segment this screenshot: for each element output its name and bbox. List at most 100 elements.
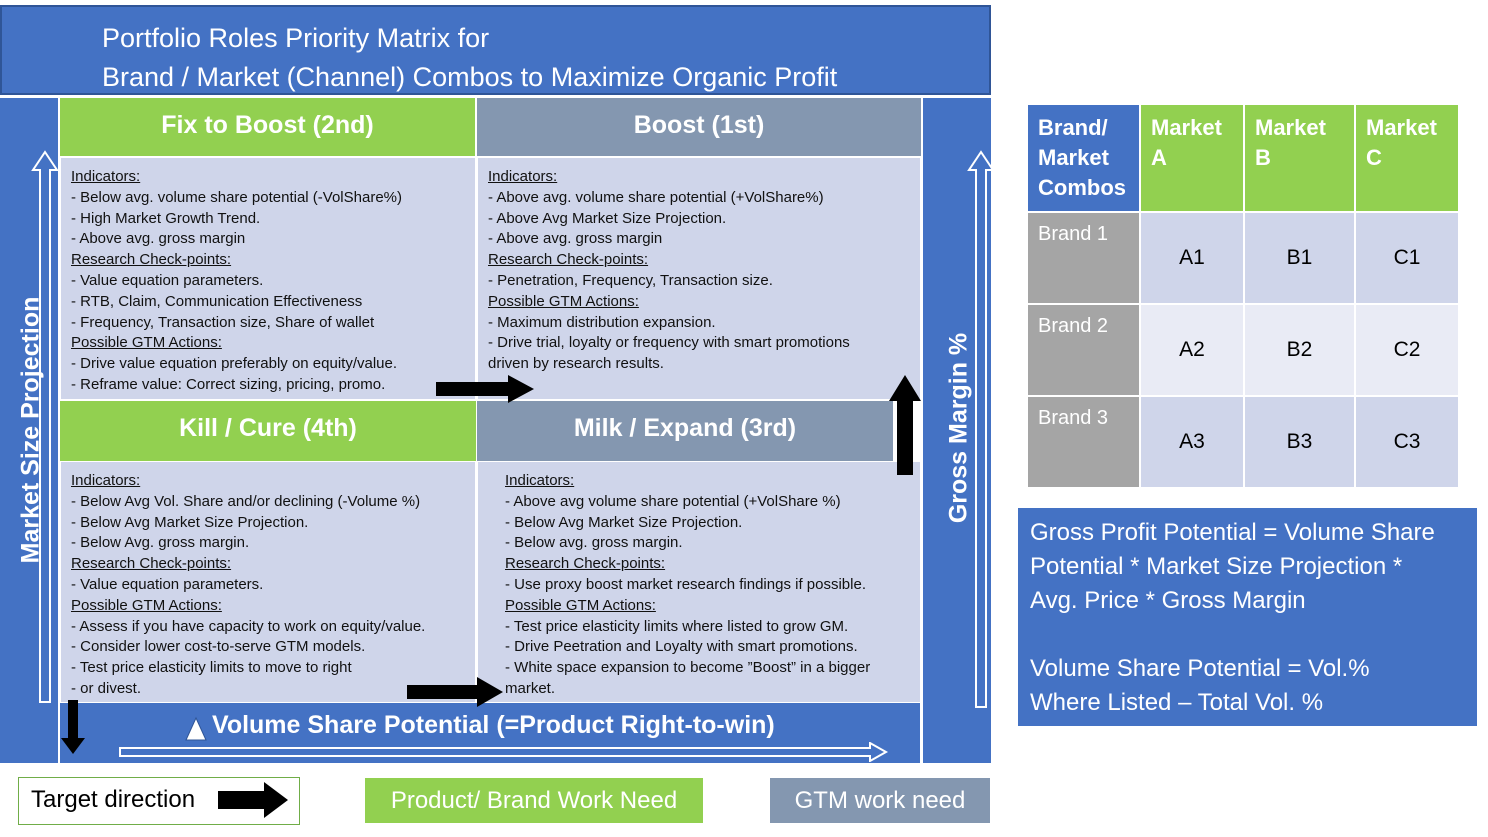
- matrix-cell: A3: [1139, 395, 1245, 489]
- volume-share-label: Volume Share Potential (=Product Right-t…: [212, 711, 775, 739]
- quadrant-text-line: - Drive Peetration and Loyalty with smar…: [505, 638, 858, 656]
- title-line-2: Brand / Market (Channel) Combos to Maxim…: [102, 62, 838, 92]
- quadrant-text-line: - Test price elasticity limits where lis…: [505, 617, 849, 635]
- formula-line: Gross Profit Potential = Volume Share: [1030, 519, 1435, 546]
- legend-arrow-icon: [218, 782, 288, 818]
- matrix-cell: A2: [1139, 303, 1245, 397]
- quadrant-text-line: - Reframe value: Correct sizing, pricing…: [71, 375, 386, 393]
- quadrant-text-line: - Assess if you have capacity to work on…: [71, 617, 426, 635]
- quadrant-text-line: - Drive value equation preferably on equ…: [71, 355, 398, 373]
- quadrant-milk-expand-body: Indicators: - Above avg volume share pote…: [477, 461, 921, 703]
- market-size-arrow: [31, 150, 59, 703]
- quadrant-section-heading: Indicators:: [71, 168, 141, 185]
- quadrant-section-heading: Indicators:: [505, 472, 575, 489]
- formula-box: Gross Profit Potential = Volume Share Po…: [1018, 508, 1477, 726]
- quadrant-text-line: - Frequency, Transaction size, Share of …: [71, 313, 375, 331]
- quadrant-text-line: - Above avg. gross margin: [71, 230, 246, 248]
- quadrant-section-heading: Research Check-points:: [71, 251, 232, 269]
- quadrant-section-heading: Research Check-points:: [505, 555, 666, 573]
- quadrant-text-line: - Penetration, Frequency, Transaction si…: [488, 271, 773, 289]
- quadrant-section-heading: Possible GTM Actions:: [71, 334, 222, 352]
- quadrant-text-line: - Above avg volume share potential (+Vol…: [505, 492, 841, 510]
- formula-line: Where Listed – Total Vol. %: [1030, 689, 1324, 716]
- legend-target-label: Target direction: [31, 786, 196, 813]
- quadrant-kill-cure-header: Kill / Cure (4th): [60, 401, 476, 461]
- table-row: Brand 3 A3 B3 C3: [1026, 395, 1460, 489]
- quadrant-text-line: - RTB, Claim, Communication Effectivenes…: [71, 292, 363, 310]
- matrix-cell: C1: [1354, 211, 1460, 305]
- quadrant-text-line: - Value equation parameters.: [71, 271, 264, 289]
- quadrant-section-heading: Possible GTM Actions:: [71, 596, 222, 614]
- quadrant-text-line: - Maximum distribution expansion.: [488, 313, 716, 331]
- quadrant-fix-to-boost-header: Fix to Boost (2nd): [60, 98, 475, 156]
- gross-margin-arrow: [967, 150, 995, 708]
- matrix-cell: A1: [1139, 211, 1245, 305]
- quadrant-text-line: - or divest.: [71, 679, 142, 697]
- market-size-label: Market Size Projection: [16, 296, 45, 564]
- quadrant-text-line: - Consider lower cost-to-serve GTM model…: [71, 638, 366, 656]
- quadrant-text-line: - White space expansion to become ”Boost…: [505, 659, 871, 677]
- quadrant-text-line: - Drive trial, loyalty or frequency with…: [488, 334, 850, 352]
- matrix-row-brand-1: Brand 1: [1026, 211, 1141, 305]
- quadrant-text-line: - Below Avg Vol. Share and/or declining …: [71, 492, 421, 510]
- quadrant-text-line: - Test price elasticity limits to move t…: [71, 659, 352, 677]
- quadrant-text-line: - Above avg. gross margin: [488, 230, 663, 248]
- legend-product-brand: Product/ Brand Work Need: [365, 778, 703, 823]
- quadrant-text-line: - Below Avg Market Size Projection.: [505, 513, 743, 531]
- matrix-cell: B3: [1243, 395, 1356, 489]
- table-row: Brand 2 A2 B2 C2: [1026, 303, 1460, 397]
- quadrant-lines: Indicators: - Above avg volume share pote…: [505, 471, 910, 700]
- matrix-cell: C3: [1354, 395, 1460, 489]
- matrix-title: Portfolio Roles Priority Matrix for Bran…: [0, 5, 991, 95]
- gross-margin-label: Gross Margin %: [944, 332, 973, 524]
- quadrant-fix-to-boost-body: Indicators: - Below avg. volume share pot…: [60, 157, 476, 400]
- quadrant-section-heading: Research Check-points:: [488, 251, 649, 269]
- volume-share-arrow: [119, 742, 889, 762]
- quadrant-section-heading: Indicators:: [488, 168, 558, 185]
- quadrant-lines: Indicators: - Below Avg Vol. Share and/or…: [71, 471, 465, 700]
- table-row: Brand 1 A1 B1 C1: [1026, 211, 1460, 305]
- quadrant-text-line: - Above avg. volume share potential (+Vo…: [488, 188, 824, 206]
- arrow-right-bottom: [407, 677, 503, 707]
- quadrant-text-line: - Below avg. gross margin.: [505, 534, 683, 552]
- arrow-up-right: [889, 375, 921, 475]
- quadrant-text-line: - Value equation parameters.: [71, 575, 264, 593]
- legend-gtm: GTM work need: [770, 778, 990, 823]
- quadrant-text-line: - High Market Growth Trend.: [71, 209, 261, 227]
- quadrant-lines: Indicators: - Above avg. volume share pot…: [488, 167, 910, 375]
- formula-line: Volume Share Potential = Vol.%: [1030, 655, 1370, 682]
- quadrant-text-line: - Below Avg. gross margin.: [71, 534, 250, 552]
- formula-spacer: [1030, 618, 1465, 652]
- volume-share-triangle-icon: [185, 716, 207, 741]
- quadrant-text-line: market.: [505, 679, 556, 697]
- quadrant-section-heading: Research Check-points:: [71, 555, 232, 573]
- quadrant-section-heading: Possible GTM Actions:: [505, 596, 656, 614]
- quadrant-text-line: driven by research results.: [488, 355, 664, 373]
- quadrant-text-line: - Use proxy boost market research findin…: [505, 575, 866, 593]
- arrow-right-top: [436, 375, 534, 403]
- matrix-cell: B1: [1243, 211, 1356, 305]
- matrix-cell: C2: [1354, 303, 1460, 397]
- quadrant-text-line: - Below avg. volume share potential (-Vo…: [71, 188, 402, 206]
- title-line-1: Portfolio Roles Priority Matrix for: [102, 23, 490, 53]
- formula-line: Avg. Price * Gross Margin: [1030, 587, 1306, 614]
- quadrant-text-line: - Above Avg Market Size Projection.: [488, 209, 727, 227]
- formula-line: Potential * Market Size Projection *: [1030, 553, 1403, 580]
- legend-target-direction: Target direction: [18, 777, 300, 825]
- matrix-cell: B2: [1243, 303, 1356, 397]
- quadrant-lines: Indicators: - Below avg. volume share pot…: [71, 167, 465, 396]
- quadrant-boost-body: Indicators: - Above avg. volume share pot…: [477, 157, 921, 400]
- quadrant-text-line: - Below Avg Market Size Projection.: [71, 513, 309, 531]
- quadrant-section-heading: Possible GTM Actions:: [488, 292, 639, 310]
- quadrant-milk-expand-header: Milk / Expand (3rd): [477, 401, 893, 461]
- quadrant-kill-cure-body: Indicators: - Below Avg Vol. Share and/or…: [60, 461, 476, 703]
- arrow-down-left: [61, 700, 85, 754]
- matrix-row-brand-3: Brand 3: [1026, 395, 1141, 489]
- quadrant-boost-header: Boost (1st): [477, 98, 921, 156]
- quadrant-section-heading: Indicators:: [71, 472, 141, 489]
